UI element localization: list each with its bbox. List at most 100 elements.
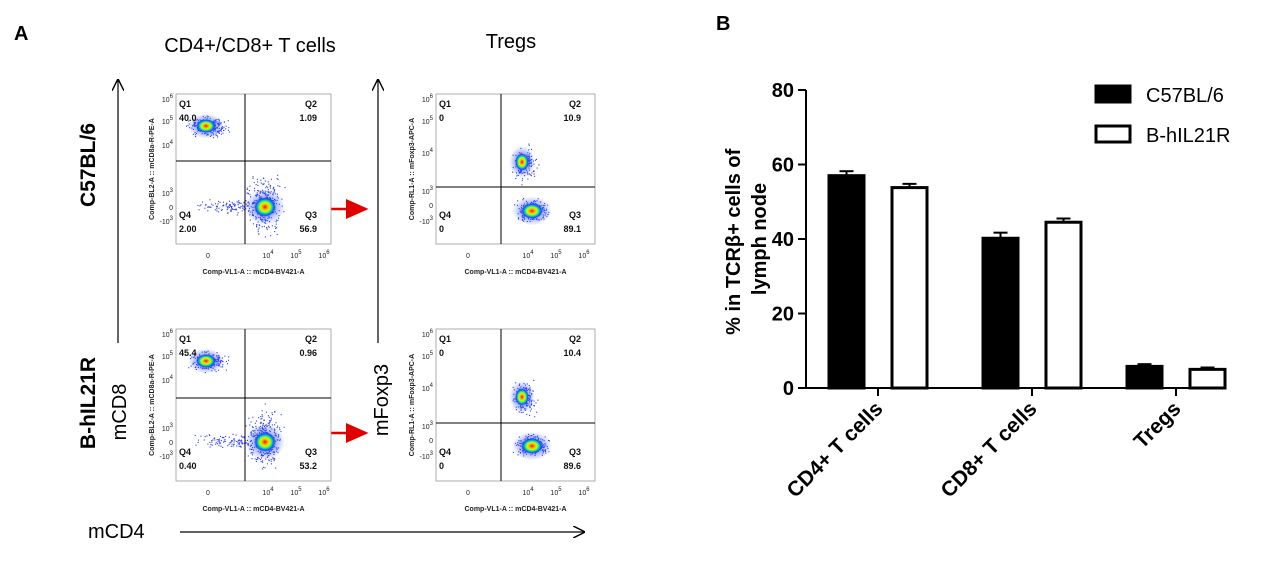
event-dot <box>257 231 259 233</box>
y-tick-label: 106 <box>162 94 174 104</box>
y-tick-label: 103 <box>162 188 174 198</box>
event-dot <box>535 159 537 161</box>
event-dot <box>216 208 218 210</box>
event-dot <box>225 369 227 371</box>
event-dot <box>263 419 265 421</box>
event-dot <box>218 369 220 371</box>
y-tick-label: 106 <box>422 329 434 339</box>
row-label-bhil21r: B-hIL21R <box>77 357 100 449</box>
event-dot <box>233 203 235 205</box>
event-dot <box>267 187 269 189</box>
event-dot <box>256 226 258 228</box>
quadrant-name: Q4 <box>439 447 451 457</box>
tick-exponent: 3 <box>430 451 434 457</box>
event-dot <box>243 442 245 444</box>
event-dot <box>209 206 211 208</box>
event-dot <box>273 460 275 462</box>
event-dot <box>218 445 220 447</box>
event-dot <box>277 425 279 427</box>
x-tick-label: 104 <box>522 250 534 260</box>
quadrant-percent: 10.9 <box>563 113 581 123</box>
event-dot <box>231 207 233 209</box>
event-dot <box>219 443 221 445</box>
tick-exponent: 6 <box>326 487 330 493</box>
quadrant-percent: 1.09 <box>299 113 317 123</box>
event-dot <box>221 437 223 439</box>
event-dot <box>252 177 254 179</box>
event-dot <box>269 185 271 187</box>
event-dot <box>238 206 240 208</box>
event-dot <box>222 446 224 448</box>
y-tick-label: -103 <box>420 216 434 226</box>
event-dot <box>527 178 529 180</box>
x-axis-mcd4: mCD4 <box>88 521 145 543</box>
quadrant-name: Q4 <box>439 210 451 220</box>
tick-exponent: 3 <box>430 216 434 222</box>
event-dot <box>219 442 221 444</box>
event-dot <box>530 408 532 410</box>
event-dot <box>249 424 251 426</box>
event-dot <box>211 203 213 205</box>
event-dot <box>220 440 222 442</box>
event-dot <box>205 204 207 206</box>
event-dot <box>261 410 263 412</box>
event-dot <box>216 439 218 441</box>
event-dot <box>533 173 535 175</box>
x-tick-label: 105 <box>550 250 562 260</box>
event-dot <box>263 419 265 421</box>
event-dot <box>203 439 205 441</box>
event-dot <box>260 415 262 417</box>
event-dot <box>536 167 538 169</box>
event-dot <box>231 206 233 208</box>
event-dot <box>231 201 233 203</box>
event-dot <box>242 206 244 208</box>
event-dot <box>266 463 268 465</box>
event-dot <box>271 412 273 414</box>
event-dot <box>276 178 278 180</box>
event-dot <box>198 209 200 211</box>
event-dot <box>204 436 206 438</box>
event-dot <box>225 203 227 205</box>
event-dot <box>273 189 275 191</box>
event-dot <box>266 228 268 230</box>
event-dot <box>245 425 247 427</box>
event-dot <box>240 435 242 437</box>
quadrant-percent: 10.4 <box>563 348 581 358</box>
y-tick-label: 106 <box>162 329 174 339</box>
event-dot <box>262 461 264 463</box>
event-dot <box>534 416 536 418</box>
event-dot <box>251 426 253 428</box>
event-dot <box>223 440 225 442</box>
event-dot <box>283 426 285 428</box>
event-dot <box>232 208 234 210</box>
x-tick-label: 104 <box>262 250 274 260</box>
event-dot <box>233 438 235 440</box>
quadrant-percent: 89.1 <box>563 224 581 234</box>
y-tick-label: 0 <box>429 438 433 445</box>
tick-exponent: 3 <box>430 186 434 192</box>
x-tick-label: 0 <box>466 490 470 497</box>
event-dot <box>238 202 240 204</box>
event-dot <box>258 227 260 229</box>
event-dot <box>532 171 534 173</box>
event-dot <box>279 429 281 431</box>
event-dot <box>209 446 211 448</box>
panel-b-label: B <box>716 13 730 35</box>
plot-x-label: Comp-VL1-A :: mCD4-BV421-A <box>464 506 566 513</box>
event-dot <box>258 233 260 235</box>
event-dot <box>237 212 239 214</box>
event-dot <box>186 125 188 127</box>
event-dot <box>231 207 233 209</box>
event-dot <box>252 416 254 418</box>
event-dot <box>241 436 243 438</box>
y-tick-label: 104 <box>422 383 434 393</box>
event-dot <box>223 126 225 128</box>
event-dot <box>237 203 239 205</box>
event-dot <box>229 204 231 206</box>
plot-y-label: Comp-RL1-A :: mFoxp3-APC-A <box>409 354 416 456</box>
event-dot <box>265 411 267 413</box>
event-dot <box>239 442 241 444</box>
event-dot <box>235 208 237 210</box>
event-dot <box>271 414 273 416</box>
